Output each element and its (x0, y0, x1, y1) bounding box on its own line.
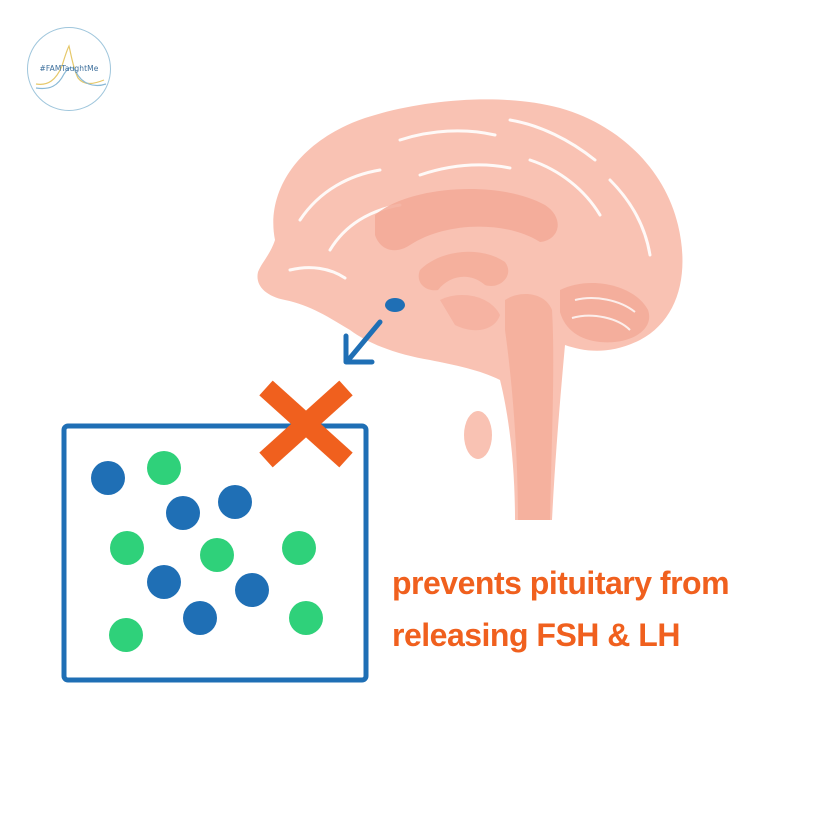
logo-wave-icon (35, 44, 107, 90)
caption: prevents pituitary from releasing FSH & … (392, 557, 772, 661)
logo-badge: #FAMTaughtMe (27, 27, 111, 111)
caption-line-1: prevents pituitary from (392, 565, 730, 601)
blue-dot (91, 461, 125, 495)
green-dot (147, 451, 181, 485)
blue-dot (147, 565, 181, 599)
arrow-down-left-icon (343, 319, 383, 365)
logo-text: #FAMTaughtMe (39, 64, 99, 73)
brain-illustration (257, 99, 683, 520)
blue-dot (235, 573, 269, 607)
pituitary-marker (385, 298, 405, 312)
hormone-dots (91, 451, 323, 652)
blue-dot (166, 496, 200, 530)
cross-icon (259, 380, 353, 468)
green-dot (109, 618, 143, 652)
green-dot (282, 531, 316, 565)
green-dot (110, 531, 144, 565)
blue-dot (218, 485, 252, 519)
inner-structure (375, 188, 558, 251)
green-dot (289, 601, 323, 635)
blue-dot (183, 601, 217, 635)
green-dot (200, 538, 234, 572)
brain-stem (505, 294, 554, 520)
caption-line-2: releasing FSH & LH (392, 617, 680, 653)
